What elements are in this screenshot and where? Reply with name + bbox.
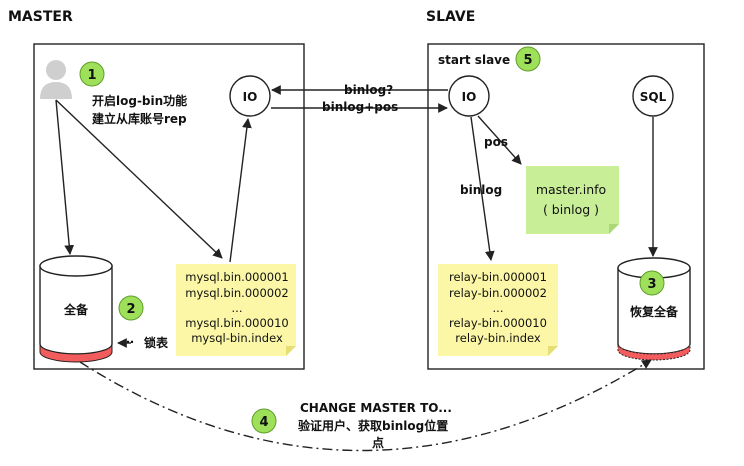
svg-text:IO: IO [243,90,258,104]
binlog-pos-label: binlog+pos [322,100,398,114]
svg-text:mysql.bin.000001: mysql.bin.000001 [185,270,289,284]
change-master-line2: 验证用户、获取binlog位置 [298,418,448,433]
svg-text:relay-bin.000001: relay-bin.000001 [449,270,547,284]
ellipsis-arrow-icon: ⋯ [122,335,134,349]
slave-box [427,43,705,370]
svg-text:2: 2 [126,302,135,317]
user-icon [40,60,72,99]
io-to-relay-arrow [470,116,495,261]
slave-sql-thread: SQL [632,75,674,117]
step-badge-2: 2 [118,295,144,321]
slave-title: SLAVE [426,9,475,25]
svg-text:IO: IO [462,90,477,104]
svg-text:...: ... [493,301,504,315]
change-master-line3: 点 [372,435,384,450]
change-master-line1: CHANGE MASTER TO... [300,401,452,415]
master-setup-line2: 建立从库账号rep [91,111,187,126]
pos-label: pos [484,135,508,149]
svg-text:mysql-bin.index: mysql-bin.index [191,331,283,345]
start-slave-label: start slave [438,53,510,67]
restore-label: 恢复全备 [630,304,679,319]
full-backup-label: 全备 [63,302,89,317]
lock-tables-label: 锁表 [144,335,169,350]
svg-text:4: 4 [259,415,268,430]
change-master-curve [79,359,652,452]
relay-log-note: relay-bin.000001 relay-bin.000002 ... re… [438,264,558,356]
master-setup-line1: 开启log-bin功能 [92,93,187,108]
binlog-query-label: binlog? [344,83,393,97]
step-badge-1: 1 [79,61,105,87]
master-io-thread: IO [229,75,271,117]
step-badge-4: 4 [251,408,277,434]
master-backup-cylinder: 全备 [39,255,113,363]
step-badge-5: 5 [515,46,541,72]
slave-io-thread: IO [448,75,490,117]
svg-text:master.info: master.info [536,182,606,197]
master-title: MASTER [8,9,73,25]
svg-text:( binlog ): ( binlog ) [543,202,599,217]
user-to-binlog-arrow [55,99,223,259]
step-badge-3: 3 [639,270,665,296]
svg-text:mysql.bin.000010: mysql.bin.000010 [185,316,289,330]
master-info-note: master.info ( binlog ) [526,166,619,234]
svg-text:...: ... [232,301,243,315]
svg-text:1: 1 [87,68,96,83]
svg-text:3: 3 [647,277,656,292]
master-binlog-note: mysql.bin.000001 mysql.bin.000002 ... my… [176,264,296,356]
binlog-label: binlog [460,183,502,197]
svg-text:mysql.bin.000002: mysql.bin.000002 [185,286,289,300]
svg-text:relay-bin.000002: relay-bin.000002 [449,286,547,300]
io-to-master-info-arrow [477,115,522,165]
svg-text:relay-bin.000010: relay-bin.000010 [449,316,547,330]
svg-text:5: 5 [523,53,532,68]
binlog-to-io-arrow [229,118,252,263]
svg-text:relay-bin.index: relay-bin.index [455,331,541,345]
user-to-backup-arrow [55,99,75,255]
svg-text:SQL: SQL [640,90,667,104]
master-box [33,43,305,370]
